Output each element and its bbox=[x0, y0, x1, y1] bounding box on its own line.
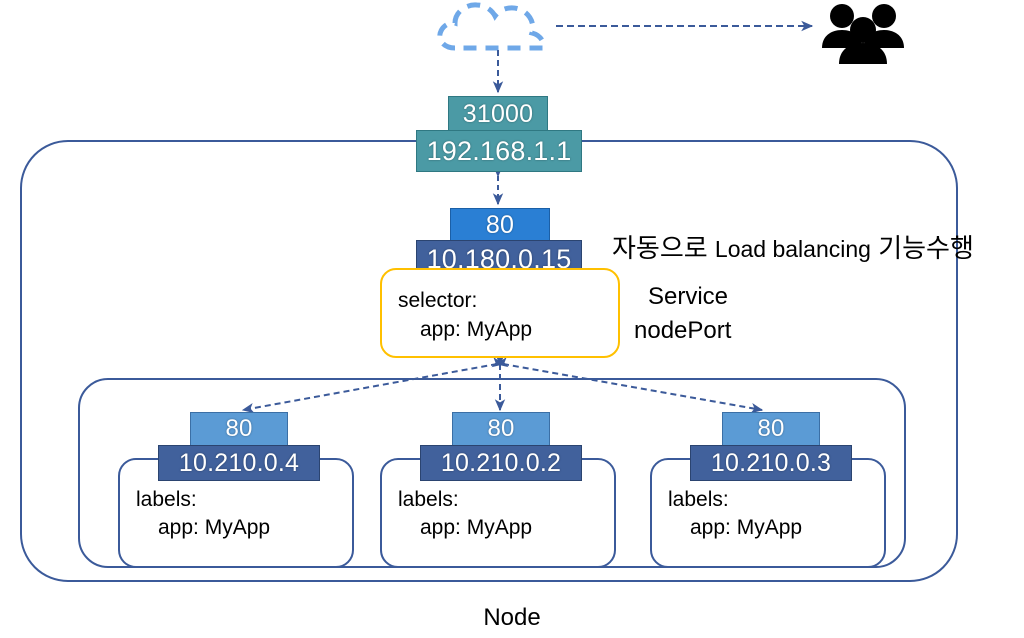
pod-labels-3: labels: app: MyApp bbox=[668, 486, 802, 543]
load-balancing-annotation: 자동으로 Load balancing 기능수행 bbox=[612, 228, 974, 265]
cloud-icon bbox=[437, 2, 546, 51]
service-selector-box: selector: app: MyApp bbox=[380, 268, 620, 358]
nodeport-port-chip: 31000 bbox=[448, 96, 548, 132]
pod-labels-value-3: app: MyApp bbox=[690, 516, 803, 540]
pod-ip-chip-3: 10.210.0.3 bbox=[690, 445, 852, 481]
service-selector-key: selector: bbox=[398, 289, 478, 312]
service-selector-text: selector: app: MyApp bbox=[398, 286, 532, 345]
pod-ip-chip-1: 10.210.0.4 bbox=[158, 445, 320, 481]
service-caption-line1: Service bbox=[648, 283, 729, 310]
service-port-chip: 80 bbox=[450, 208, 550, 242]
pod-ip-chip-2: 10.210.0.2 bbox=[420, 445, 582, 481]
pod-labels-2: labels: app: MyApp bbox=[398, 486, 532, 543]
pod-port-chip-3: 80 bbox=[722, 412, 820, 446]
pod-port-chip-1: 80 bbox=[190, 412, 288, 446]
service-caption-line2: nodePort bbox=[634, 317, 732, 344]
nodeport-ip-chip: 192.168.1.1 bbox=[416, 130, 582, 172]
pod-labels-value-1: app: MyApp bbox=[158, 516, 271, 540]
service-selector-value: app: MyApp bbox=[420, 318, 533, 342]
pod-labels-1: labels: app: MyApp bbox=[136, 486, 270, 543]
pod-labels-key-2: labels: bbox=[398, 488, 459, 511]
pod-labels-key-3: labels: bbox=[668, 488, 729, 511]
pod-port-chip-2: 80 bbox=[452, 412, 550, 446]
pod-labels-key-1: labels: bbox=[136, 488, 197, 511]
annotation-korean-suffix: 기능수행 bbox=[878, 233, 974, 263]
annotation-english: Load balancing bbox=[714, 236, 871, 262]
node-caption: Node bbox=[483, 604, 541, 631]
pod-labels-value-2: app: MyApp bbox=[420, 516, 533, 540]
users-group-icon bbox=[822, 4, 904, 64]
annotation-korean-prefix: 자동으로 bbox=[612, 233, 708, 263]
